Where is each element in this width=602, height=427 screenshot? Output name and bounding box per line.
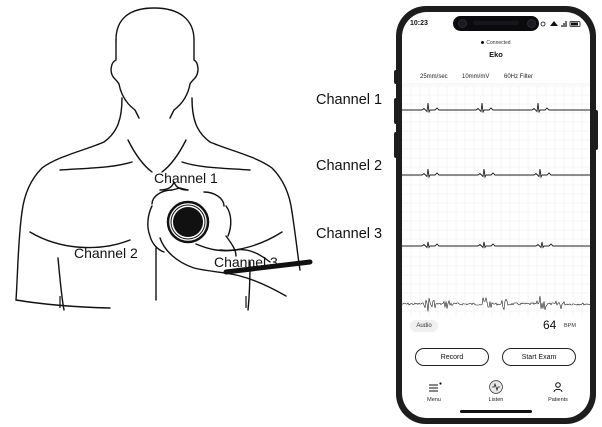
home-indicator [460,410,532,413]
outer-channel-3-label: Channel 3 [316,226,383,242]
neck-right [191,97,293,213]
torso-channel-2-label: Channel 2 [74,245,138,261]
connection-status: Connected [402,40,590,46]
audio-toggle[interactable]: Audio [410,320,438,332]
start-exam-button[interactable]: Start Exam [502,348,576,366]
camera-notch [453,16,539,31]
stethoscope-device [166,200,210,244]
torso-right-side [291,211,301,271]
head-outline-left [110,39,140,119]
outer-channel-2-label: Channel 2 [316,158,383,174]
status-icons [540,21,581,27]
torso-channel-3-label: Channel 3 [214,254,278,270]
connected-dot-icon [481,41,485,45]
ecg-trace-channel-3 [402,241,590,249]
phonocardiogram-trace [402,295,590,312]
nav-item-listen[interactable]: Listen [476,378,516,414]
torso-left-side [15,211,23,301]
ecg-trace-channel-2 [402,168,590,179]
phone-power-button [594,110,598,150]
phone-volume-up [394,98,398,124]
phone-side-button [394,70,398,84]
nav-label-patients: Patients [548,397,568,403]
hand-outline [159,237,287,297]
ecg-gain-setting: 10mm/mV [462,74,490,80]
ecg-speed-setting: 25mm/sec [420,74,448,80]
patients-icon [553,382,563,393]
listen-icon [489,380,503,394]
outer-channel-1-label: Channel 1 [316,92,383,108]
status-time: 10:23 [410,20,428,27]
heart-rate-unit: BPM [564,323,576,329]
nav-label-menu: Menu [427,397,441,403]
nav-item-patients[interactable]: Patients [538,378,578,414]
phone-screen: 10:23 Connected Eko 25mm/sec 10mm/mV 60H… [402,12,590,418]
ecg-filter-setting: 60Hz Filter [504,74,534,80]
menu-icon [429,382,442,392]
status-bar: 10:23 [402,12,590,36]
nav-label-listen: Listen [488,397,504,403]
record-button[interactable]: Record [415,348,489,366]
head-outline [115,7,199,119]
torso-illustration [15,7,313,311]
phone-volume-down [394,132,398,158]
stethoscope-cable [223,259,313,275]
nav-item-menu[interactable]: Menu [414,378,454,414]
ecg-trace-channel-1 [402,102,590,113]
bottom-nav: Menu Listen Patients [402,376,590,418]
neck-left [21,97,123,213]
ecg-chart-area [402,83,590,316]
torso-bottom [15,299,111,309]
ecg-grid [402,85,590,316]
torso-channel-1-label: Channel 1 [154,170,218,186]
heart-rate-value: 64 [543,318,557,332]
app-title: Eko [489,50,503,59]
connection-status-text: Connected [486,40,511,46]
